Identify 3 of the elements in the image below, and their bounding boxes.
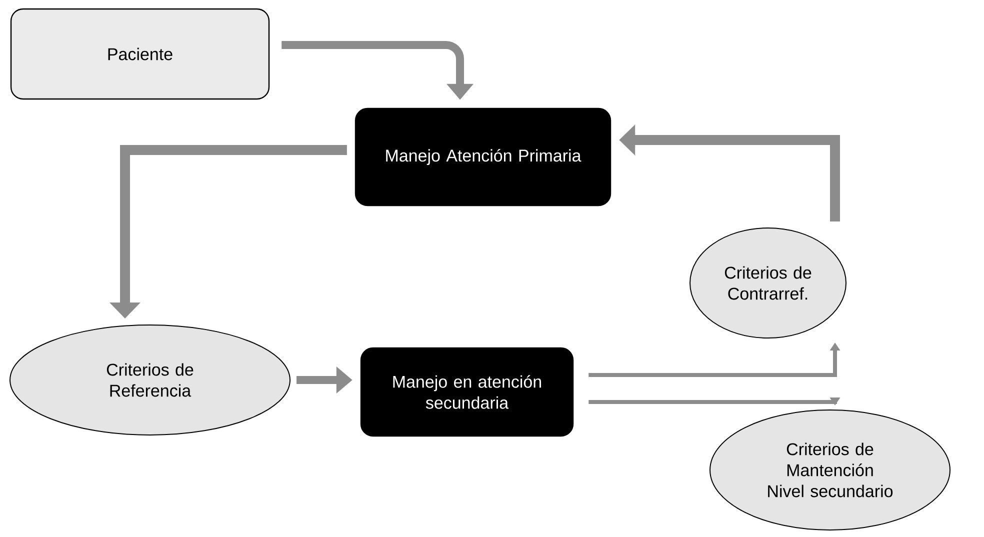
process-box: Manejo Atención Primaria <box>354 108 612 206</box>
process-box: Manejo en atención secundaria <box>360 347 574 437</box>
process-box: Paciente <box>10 8 270 100</box>
